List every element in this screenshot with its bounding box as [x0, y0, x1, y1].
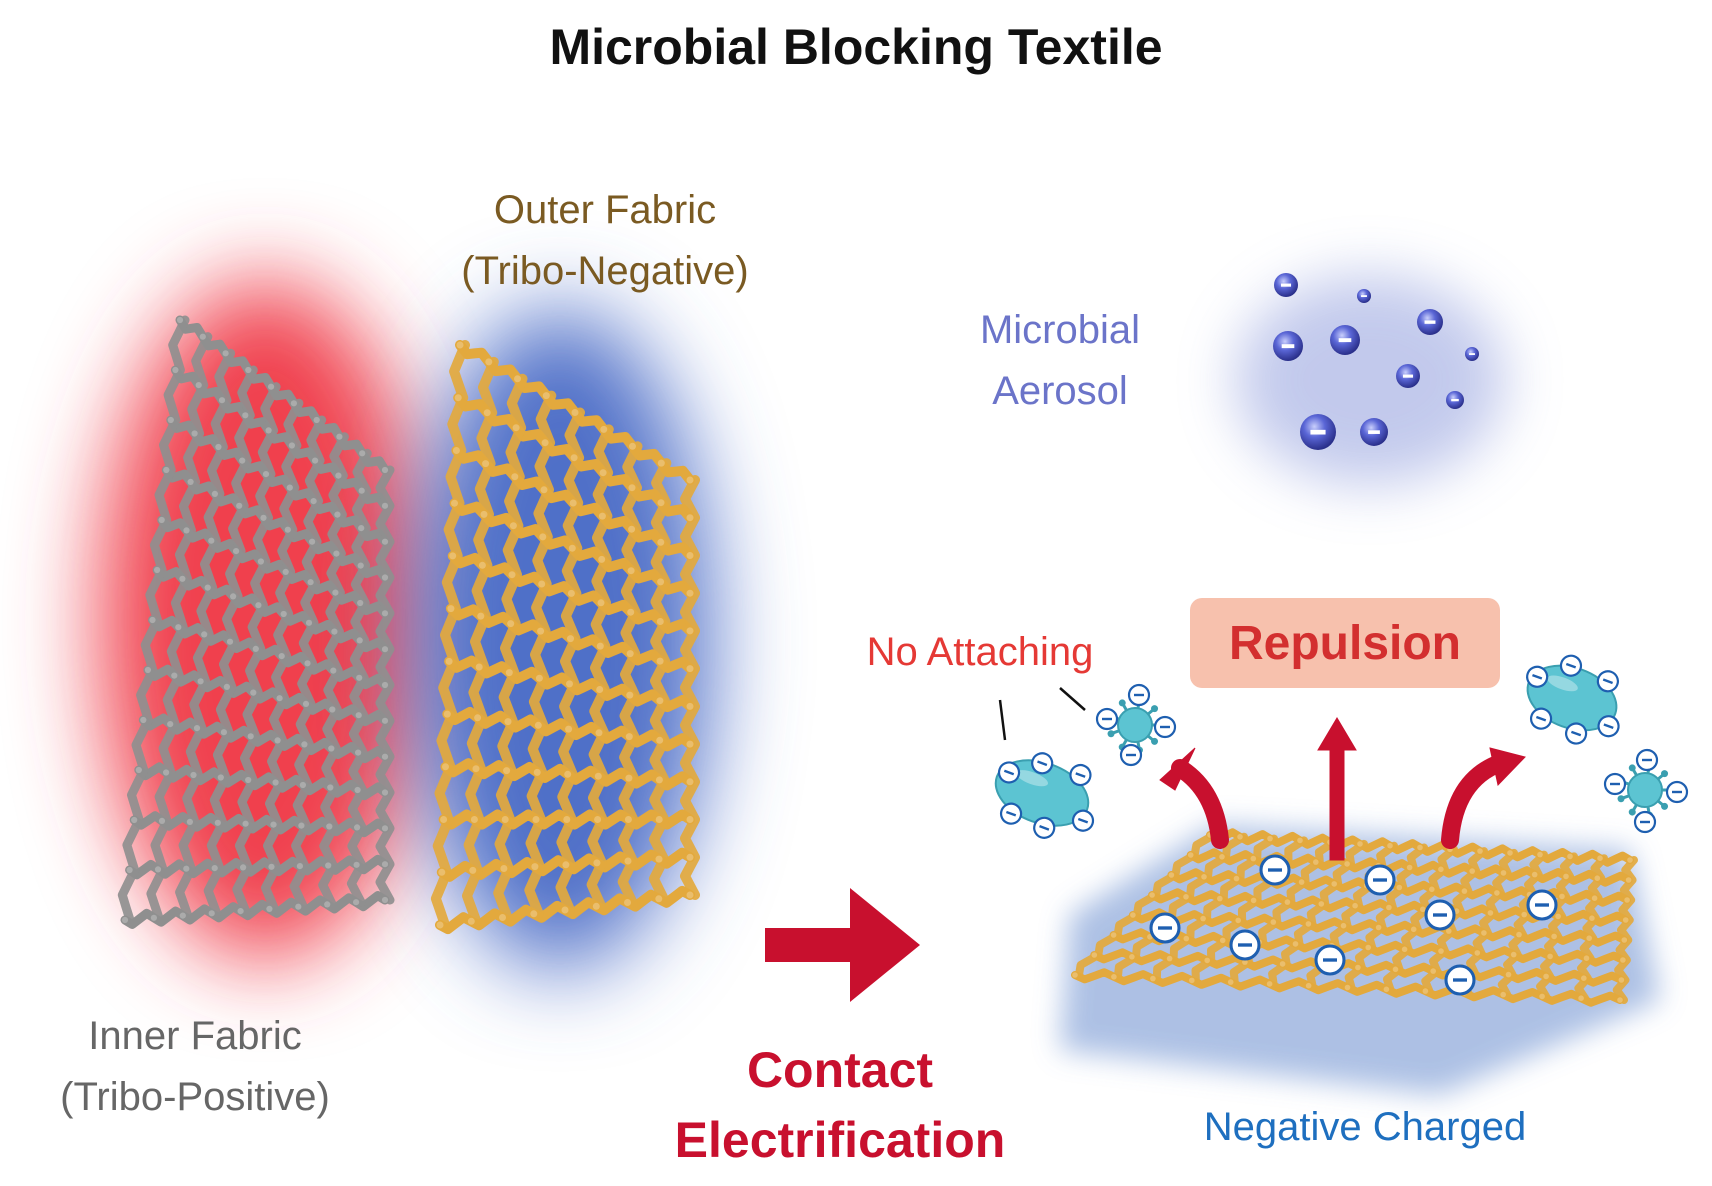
surface-charge-icon [1229, 929, 1261, 961]
negative-charge-icon [1095, 707, 1119, 731]
negative-charge-icon [1127, 683, 1151, 707]
process-label: Contact Electrification [620, 1035, 1060, 1175]
aerosol-droplet [1465, 347, 1479, 361]
process-line1: Contact [746, 1042, 934, 1098]
negative-charge-icon [1526, 665, 1549, 688]
negative-charge-icon [999, 802, 1023, 825]
negative-charge-icon [1031, 752, 1054, 775]
negative-charge-icon [1564, 722, 1588, 745]
aerosol-droplet [1273, 331, 1303, 361]
process-line2: Electrification [674, 1112, 1006, 1168]
repulsion-label: Repulsion [1228, 616, 1461, 670]
aerosol-droplet [1446, 391, 1464, 409]
negative-charge-icon [1597, 715, 1620, 738]
aerosol-droplet [1330, 325, 1360, 355]
aerosol-title: Microbial [979, 308, 1141, 352]
bacterium-icon [994, 752, 1095, 839]
surface-charge-icon [1314, 944, 1346, 976]
outer-fabric-mesh [430, 340, 700, 935]
bacterium-icon [1526, 654, 1620, 745]
aerosol-label: Microbial Aerosol [920, 300, 1200, 422]
negative-charge-icon [1069, 763, 1092, 787]
aerosol-cloud [1235, 275, 1505, 485]
negative-charge-icon [997, 761, 1021, 784]
inner-fabric-title: Inner Fabric [88, 1014, 302, 1058]
negative-charge-icon [1635, 748, 1659, 772]
surface-charges [1149, 854, 1558, 996]
aerosol-droplet [1417, 309, 1443, 335]
aerosol-subtitle: Aerosol [992, 369, 1128, 413]
virus-icon [1603, 748, 1689, 834]
negative-charge-icon [1071, 809, 1095, 832]
aerosol-droplet [1360, 418, 1388, 446]
surface-charge-icon [1259, 854, 1291, 886]
inner-fabric-label: Inner Fabric (Tribo-Positive) [0, 1006, 390, 1128]
microbes [994, 654, 1689, 839]
negative-charge-icon [1633, 810, 1657, 834]
negative-charge-icon [1529, 707, 1553, 730]
negative-charge-icon [1603, 772, 1627, 796]
aerosol-droplet [1396, 364, 1420, 388]
no-attaching-leaders [998, 687, 1086, 741]
aerosol-droplet [1357, 289, 1371, 303]
repulsion-arrows [1159, 717, 1526, 861]
outer-fabric-label: Outer Fabric (Tribo-Negative) [395, 180, 815, 302]
surface-charge-icon [1444, 964, 1476, 996]
aerosol-droplet [1300, 414, 1336, 450]
no-attaching-label: No Attaching [866, 630, 1094, 674]
negative-charge-icon [1153, 715, 1177, 739]
repulsion-badge: Repulsion [1190, 598, 1500, 688]
aerosol-droplet [1274, 273, 1298, 297]
negative-charge-icon [1596, 670, 1619, 693]
negative-charge-icon [1559, 654, 1583, 677]
negative-charge-icon [1665, 780, 1689, 804]
surface-charge-icon [1424, 899, 1456, 931]
aerosol-droplets [1273, 273, 1479, 450]
inner-fabric-mesh [117, 315, 395, 929]
negative-charge-icon [1033, 816, 1056, 839]
process-arrow-icon [765, 888, 920, 1002]
surface-charge-icon [1526, 889, 1558, 921]
negative-charge-icon [1119, 743, 1143, 767]
inner-fabric-subtitle: (Tribo-Positive) [60, 1075, 330, 1119]
negative-charged-label: Negative Charged [1203, 1105, 1527, 1149]
surface-charge-icon [1149, 912, 1181, 944]
surface-charge-icon [1364, 864, 1396, 896]
outer-fabric-title: Outer Fabric [493, 188, 717, 232]
virus-icon [1095, 683, 1177, 767]
diagram-title: Microbial Blocking Textile [549, 19, 1163, 75]
outer-fabric-subtitle: (Tribo-Negative) [461, 249, 749, 293]
